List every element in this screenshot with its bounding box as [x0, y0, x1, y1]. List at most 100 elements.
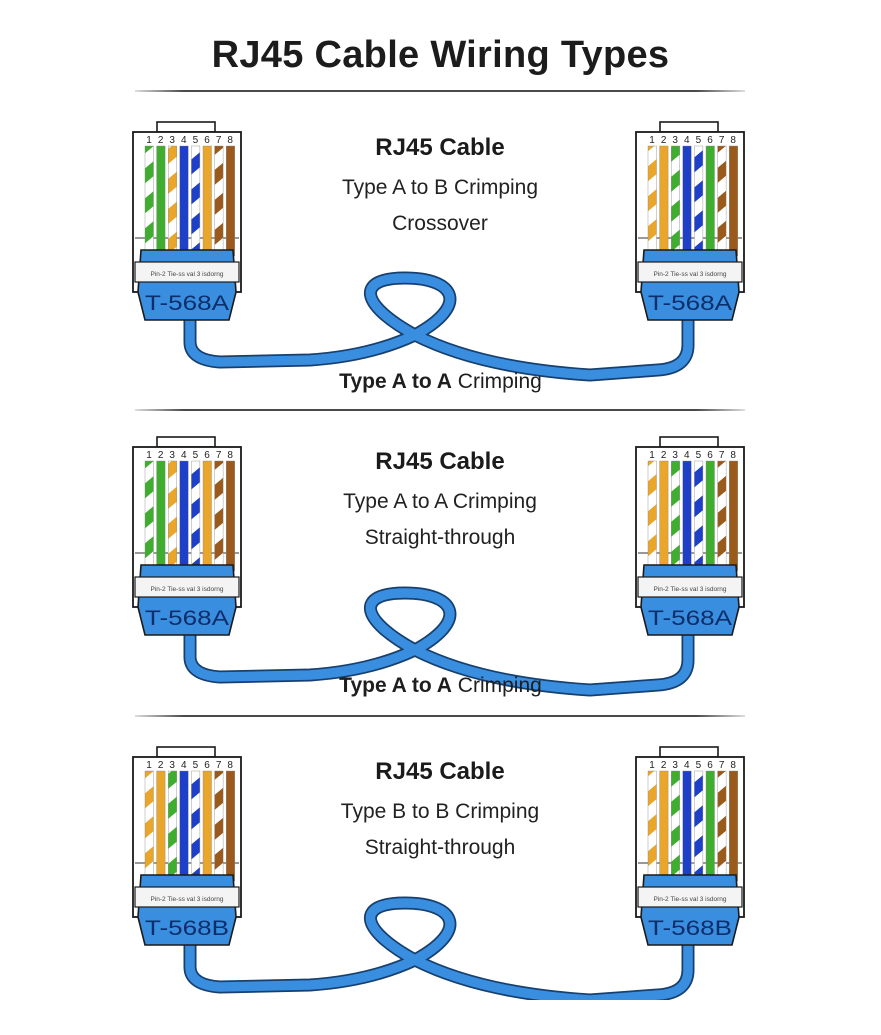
section-caption: Type A to A Crimping: [0, 370, 881, 394]
wire-pin-2-green: [156, 145, 166, 257]
ethernet-cable: [185, 273, 693, 380]
pin-number: 7: [216, 135, 222, 146]
pin-number: 7: [216, 450, 222, 461]
connector-standard-label: T-568A: [648, 292, 732, 315]
pin-number: 7: [216, 760, 222, 771]
wire-pin-8-brown: [729, 460, 738, 572]
section-crimping-type: Type A to A Crimping: [343, 490, 537, 513]
wire-pin-8-brown: [729, 145, 738, 257]
wire-pin-1-green-white: [144, 460, 154, 572]
wire-pin-6-green: [705, 145, 715, 257]
pin-number: 5: [193, 135, 199, 146]
pin-number: 6: [707, 760, 713, 771]
page-title: RJ45 Cable Wiring Types: [211, 34, 670, 76]
connector-standard-label: T-568B: [648, 917, 732, 940]
pin-number: 3: [672, 450, 678, 461]
wire-pin-3-green-white: [671, 770, 680, 882]
wire-pin-7-brown-white: [717, 770, 727, 882]
pin-number: 1: [649, 760, 655, 771]
wire-pin-3-green-white: [671, 460, 680, 572]
connector-standard-label: T-568A: [648, 607, 732, 630]
wire-pin-1-orange-white: [647, 770, 657, 882]
wire-pin-7-brown-white: [214, 460, 224, 572]
wire-pin-2-orange: [659, 770, 669, 882]
wire-pin-4-blue: [682, 145, 692, 257]
pin-number: 2: [661, 760, 667, 771]
section-crimping-type: Type A to B Crimping: [341, 176, 539, 199]
pin-number: 4: [684, 760, 690, 771]
wire-pin-3-orange-white: [167, 460, 177, 572]
pin-number: 5: [193, 760, 199, 771]
wire-pin-8-brown: [225, 770, 235, 882]
pin-number: 3: [672, 135, 678, 146]
section-heading: RJ45 Cable: [375, 134, 505, 161]
caption-bold: Type A to A: [339, 674, 452, 697]
wire-pin-1-orange-white: [647, 145, 657, 257]
wire-pin-6-orange: [202, 460, 212, 572]
wire-pin-1-orange-white: [647, 460, 657, 572]
wire-pin-7-brown-white: [214, 145, 224, 257]
connector-latch: [156, 121, 216, 133]
connector-standard-label: T-568A: [145, 292, 229, 315]
wire-pin-6-green: [705, 770, 715, 882]
wire-pin-5-blue-white: [694, 460, 704, 572]
pin-number: 6: [707, 135, 713, 146]
connector-label-strip: [637, 886, 743, 908]
label-strip-text: Pin-2 Tie-ss val 3 isdorng: [654, 271, 727, 278]
wire-pin-3-orange-white: [167, 145, 177, 257]
wire-pin-7-brown-white: [717, 460, 727, 572]
wire-pin-4-blue: [682, 770, 692, 882]
pin-number: 4: [684, 135, 690, 146]
connector-latch: [659, 746, 719, 758]
ethernet-cable: [185, 898, 693, 1000]
pin-number: 7: [719, 135, 725, 146]
pin-number: 6: [204, 135, 210, 146]
pin-number: 3: [169, 760, 175, 771]
pin-number: 6: [204, 450, 210, 461]
wire-pin-5-blue-white: [694, 770, 704, 882]
wire-pin-7-brown-white: [214, 770, 224, 882]
section-heading: RJ45 Cable: [375, 448, 505, 475]
pin-number: 5: [696, 450, 702, 461]
connector-label-strip: [134, 886, 240, 908]
label-strip-text: Pin-2 Tie-ss val 3 isdorng: [654, 586, 727, 593]
wire-pin-1-orange-white: [144, 770, 154, 882]
wire-pin-6-orange: [202, 770, 212, 882]
wire-pin-3-green-white: [671, 145, 680, 257]
divider: [135, 409, 745, 411]
pin-number: 2: [661, 450, 667, 461]
label-strip-text: Pin-2 Tie-ss val 3 isdorng: [654, 896, 727, 903]
pin-number: 7: [719, 760, 725, 771]
connector-standard-label: T-568A: [145, 607, 229, 630]
pin-number: 2: [158, 760, 164, 771]
section-heading: RJ45 Cable: [375, 758, 505, 785]
pin-number: 3: [672, 760, 678, 771]
section-cable-type: Crossover: [392, 212, 488, 235]
wire-pin-5-blue-white: [191, 460, 201, 572]
pin-number: 1: [649, 450, 655, 461]
pin-number: 2: [158, 135, 164, 146]
label-strip-text: Pin-2 Tie-ss val 3 isdorng: [151, 271, 224, 278]
caption-bold: Type A to A: [339, 370, 452, 393]
wire-pin-4-blue: [179, 460, 189, 572]
wire-pin-3-green-white: [167, 770, 177, 882]
connector-latch: [659, 121, 719, 133]
pin-number: 1: [146, 135, 152, 146]
pin-number: 1: [146, 760, 152, 771]
wire-pin-1-green-white: [144, 145, 154, 257]
pin-number: 5: [193, 450, 199, 461]
pin-number: 1: [649, 135, 655, 146]
caption-rest: Crimping: [451, 674, 542, 697]
caption-rest: Crimping: [451, 370, 542, 393]
pin-number: 5: [696, 135, 702, 146]
